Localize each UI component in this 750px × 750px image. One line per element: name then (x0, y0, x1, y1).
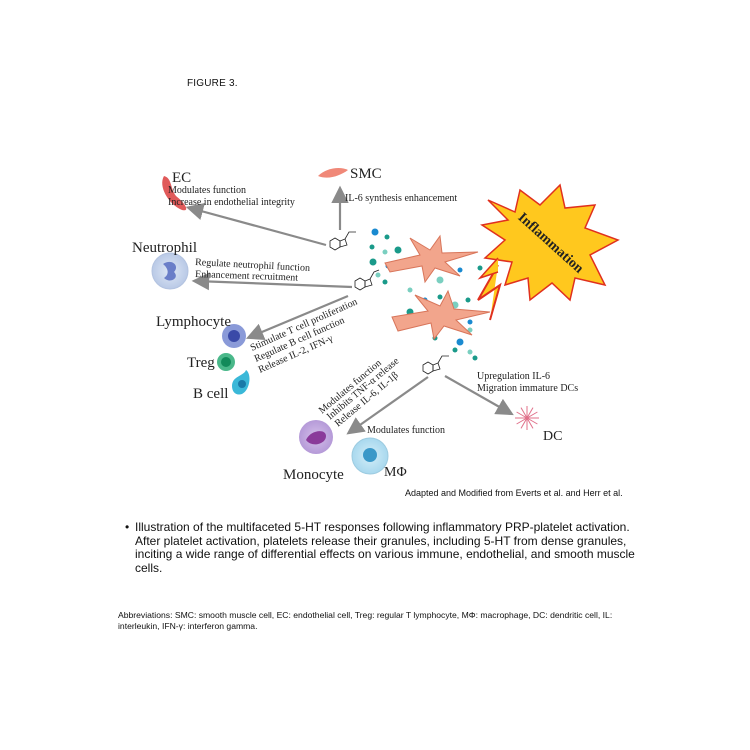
granule-dot (369, 258, 377, 266)
figure-label: FIGURE 3. (187, 78, 238, 89)
granule-dot (457, 267, 463, 273)
treg-label: Treg (187, 355, 215, 371)
granule-dot (467, 327, 473, 333)
inflammation-burst: Inflammation (477, 183, 620, 321)
granule-dot (375, 272, 381, 278)
granule-dot (465, 297, 471, 303)
endothelial-cell-icon (162, 176, 187, 211)
arrow-to-dc (444, 375, 514, 416)
lightning-icon (477, 264, 502, 321)
bullet-icon: • (125, 520, 130, 534)
neutrophil-label: Neutrophil (132, 240, 197, 256)
granule-dot (477, 265, 483, 271)
macrophage-label: MΦ (384, 465, 407, 480)
figure-credit: Adapted and Modified from Everts et al. … (405, 488, 623, 498)
arrows (185, 185, 514, 435)
granule-dot (394, 246, 402, 254)
arrow-to-ec (185, 202, 327, 247)
granule-dot (436, 276, 444, 284)
monocyte-effect: Inhibits TNF-α release (325, 355, 402, 422)
granule-dot (407, 287, 413, 293)
caption-text: Illustration of the multifaceted 5-HT re… (135, 520, 635, 575)
macrophage-effect: Modulates function (367, 425, 445, 436)
lymphocyte-label: Lymphocyte (156, 314, 231, 330)
monocyte-label: Monocyte (283, 467, 344, 483)
ec-effect: Increase in endothelial integrity (168, 197, 295, 208)
granule-dot (456, 338, 464, 346)
ec-label: EC (172, 170, 191, 186)
dc-effect: Upregulation IL-6 (477, 371, 550, 382)
caption-bullet: • Illustration of the multifaceted 5-HT … (125, 520, 635, 575)
granule-dot (452, 347, 458, 353)
smooth-muscle-cell-icon (318, 168, 348, 178)
abbreviations: Abbreviations: SMC: smooth muscle cell, … (118, 610, 613, 631)
serotonin-molecule-icon (329, 231, 356, 251)
granule-dot (382, 249, 388, 255)
serotonin-molecule-icon (422, 355, 449, 375)
granule-dot (467, 349, 473, 355)
dc-label: DC (543, 429, 562, 444)
arrow-to-monocyte (346, 376, 429, 435)
granule-dot (371, 228, 379, 236)
granule-dot (369, 244, 375, 250)
dc-effect: Migration immature DCs (477, 383, 578, 394)
activated-platelet-icon (384, 234, 479, 284)
granule-dot (384, 234, 390, 240)
neutrophil-effect: Enhancement recruitment (195, 269, 299, 284)
granule-dot (472, 355, 478, 361)
smc-label: SMC (350, 166, 382, 182)
smc-effect: IL-6 synthesis enhancement (345, 193, 457, 204)
serotonin-molecule-icon (354, 269, 380, 291)
granule-dot (467, 319, 473, 325)
serotonin-molecules (329, 231, 449, 375)
activated-platelet-icon (391, 289, 491, 341)
dendritic-cell-icon (515, 406, 539, 430)
bcell-label: B cell (193, 386, 228, 402)
granule-dot (382, 279, 388, 285)
ec-effect: Modulates function (168, 185, 246, 196)
arrow-to-neutrophil (191, 272, 353, 291)
arrow-to-lymphocyte (245, 294, 349, 341)
granule-dot (437, 294, 443, 300)
